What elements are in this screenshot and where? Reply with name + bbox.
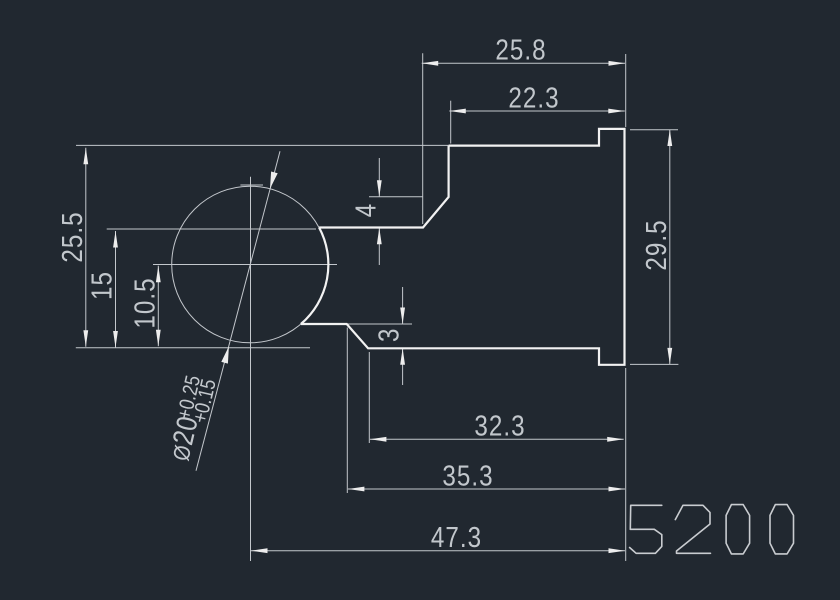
svg-text:35.3: 35.3 — [442, 459, 493, 492]
svg-text:25.8: 25.8 — [495, 34, 546, 67]
svg-text:4: 4 — [349, 203, 382, 217]
svg-text:25.5: 25.5 — [56, 211, 89, 262]
svg-text:22.3: 22.3 — [508, 81, 559, 114]
svg-text:32.3: 32.3 — [474, 410, 525, 443]
svg-text:10.5: 10.5 — [128, 277, 161, 328]
svg-text:15: 15 — [85, 271, 118, 300]
svg-text:3: 3 — [373, 328, 406, 342]
svg-text:29.5: 29.5 — [640, 219, 673, 270]
svg-text:47.3: 47.3 — [431, 521, 482, 554]
